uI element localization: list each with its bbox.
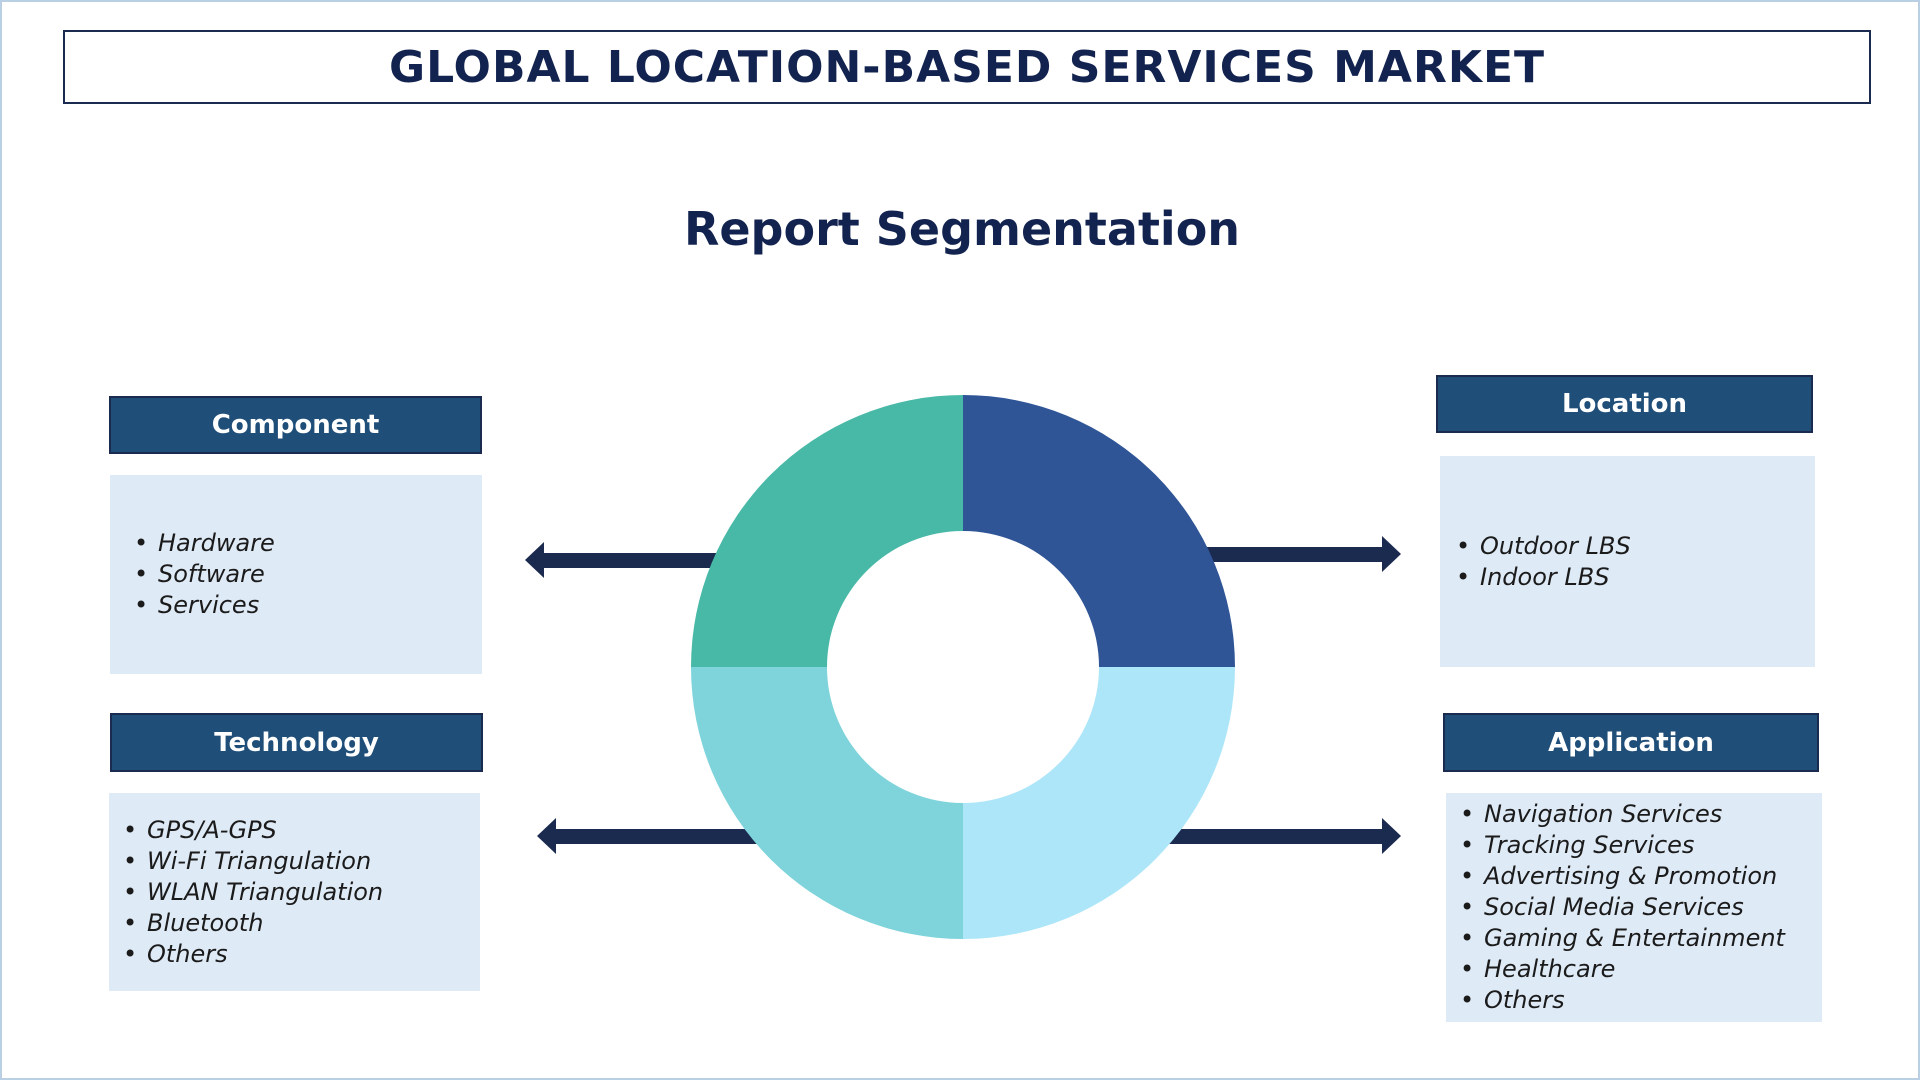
page-title: GLOBAL LOCATION-BASED SERVICES MARKET xyxy=(388,41,1546,93)
application-header: Application xyxy=(1443,713,1819,772)
location-header: Location xyxy=(1436,375,1813,433)
donut-segment-top-right xyxy=(963,395,1235,667)
list-item: GPS/A-GPS xyxy=(123,815,383,846)
arrow-right-bottom xyxy=(1169,818,1401,854)
application-box: Navigation ServicesTracking ServicesAdve… xyxy=(1446,793,1822,1022)
list-item: Others xyxy=(1460,985,1785,1016)
title-box: GLOBAL LOCATION-BASED SERVICES MARKET xyxy=(63,30,1871,104)
donut-segment-bottom-left xyxy=(691,667,963,939)
technology-box: GPS/A-GPSWi-Fi TriangulationWLAN Triangu… xyxy=(109,793,480,991)
list-item: Others xyxy=(123,939,383,970)
list-item: Gaming & Entertainment xyxy=(1460,923,1785,954)
arrow-left-bottom xyxy=(537,818,757,854)
list-item: Indoor LBS xyxy=(1456,562,1631,593)
list-item: Software xyxy=(134,559,275,590)
component-header: Component xyxy=(109,396,482,454)
donut-segment-bottom-right xyxy=(963,667,1235,939)
list-item: Tracking Services xyxy=(1460,830,1785,861)
list-item: Bluetooth xyxy=(123,908,383,939)
list-item: Services xyxy=(134,590,275,621)
list-item: Wi-Fi Triangulation xyxy=(123,846,383,877)
list-item: Social Media Services xyxy=(1460,892,1785,923)
list-item: Outdoor LBS xyxy=(1456,531,1631,562)
list-item: Navigation Services xyxy=(1460,799,1785,830)
component-box: HardwareSoftwareServices xyxy=(110,475,482,674)
technology-header: Technology xyxy=(110,713,483,772)
donut-segment-top-left xyxy=(691,395,963,667)
list-item: WLAN Triangulation xyxy=(123,877,383,908)
arrow-right-top xyxy=(1206,536,1401,572)
list-item: Advertising & Promotion xyxy=(1460,861,1785,892)
list-item: Healthcare xyxy=(1460,954,1785,985)
list-item: Hardware xyxy=(134,528,275,559)
subtitle: Report Segmentation xyxy=(683,202,1241,256)
location-box: Outdoor LBSIndoor LBS xyxy=(1440,456,1815,667)
arrow-left-top xyxy=(525,542,720,578)
